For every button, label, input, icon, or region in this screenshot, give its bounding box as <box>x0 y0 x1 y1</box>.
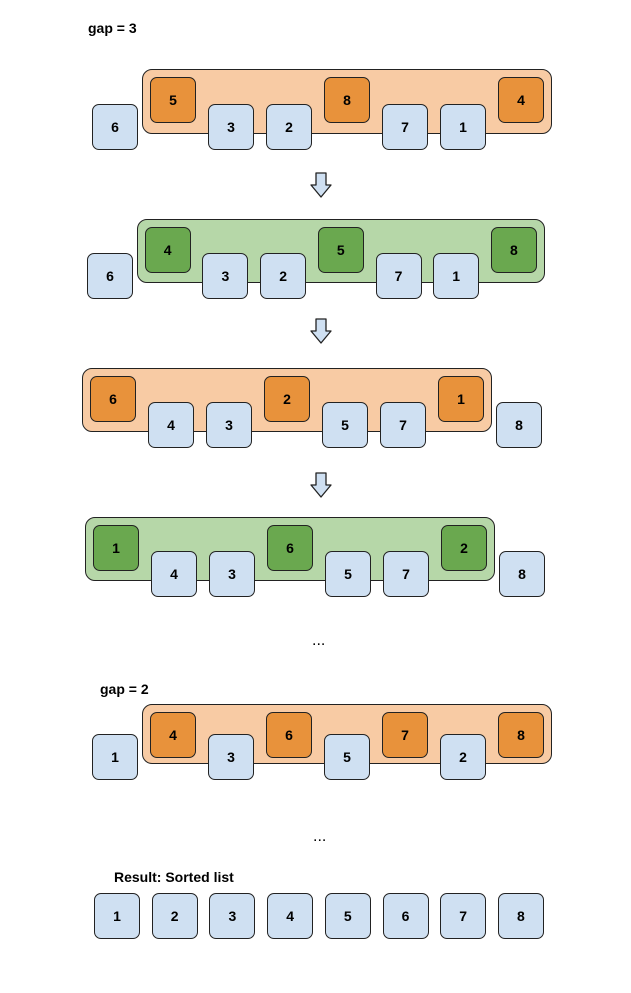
element-box: 4 <box>267 893 314 939</box>
element-box: 6 <box>382 893 429 939</box>
element-box: 7 <box>375 253 422 299</box>
highlighted-element-box: 6 <box>90 376 136 422</box>
gap-2-label: gap = 2 <box>100 681 149 697</box>
highlighted-element-box: 1 <box>93 525 139 571</box>
element-box: 1 <box>94 893 140 939</box>
element-box: 7 <box>382 104 428 150</box>
element-box: 2 <box>151 893 198 939</box>
highlighted-element-box: 8 <box>498 712 544 758</box>
highlighted-element-box: 4 <box>498 77 544 123</box>
highlighted-element-box: 4 <box>150 712 196 758</box>
element-box: 3 <box>202 253 249 299</box>
ellipsis-2: ... <box>313 828 327 845</box>
element-box: 6 <box>87 253 133 299</box>
down-arrow-icon <box>310 318 332 344</box>
element-box: 2 <box>266 104 312 150</box>
element-box: 3 <box>206 402 252 448</box>
highlighted-element-box: 4 <box>144 227 191 273</box>
element-box: 8 <box>496 402 542 448</box>
element-box: 4 <box>151 551 197 597</box>
ellipsis-1: ... <box>312 632 326 649</box>
element-box: 2 <box>260 253 307 299</box>
element-box: 8 <box>499 551 545 597</box>
element-box: 8 <box>497 893 544 939</box>
highlighted-element-box: 6 <box>266 712 312 758</box>
highlighted-element-box: 8 <box>324 77 370 123</box>
element-box: 4 <box>148 402 194 448</box>
highlighted-element-box: 2 <box>264 376 310 422</box>
element-box: 3 <box>209 893 256 939</box>
element-box: 5 <box>322 402 368 448</box>
element-box: 7 <box>383 551 429 597</box>
element-box: 6 <box>92 104 138 150</box>
highlighted-element-box: 6 <box>267 525 313 571</box>
element-box: 7 <box>380 402 426 448</box>
highlighted-element-box: 2 <box>441 525 487 571</box>
highlighted-element-box: 1 <box>438 376 484 422</box>
highlighted-element-box: 8 <box>490 227 537 273</box>
element-box: 1 <box>433 253 480 299</box>
element-box: 3 <box>208 734 254 780</box>
element-box: 3 <box>209 551 255 597</box>
element-box: 2 <box>440 734 486 780</box>
highlighted-element-box: 7 <box>382 712 428 758</box>
element-box: 5 <box>324 893 371 939</box>
element-box: 5 <box>325 551 371 597</box>
element-box: 3 <box>208 104 254 150</box>
highlighted-element-box: 5 <box>150 77 196 123</box>
gap-3-label: gap = 3 <box>88 20 137 36</box>
element-box: 1 <box>440 104 486 150</box>
element-box: 5 <box>324 734 370 780</box>
down-arrow-icon <box>310 172 332 198</box>
result-label: Result: Sorted list <box>114 869 234 885</box>
down-arrow-icon <box>310 472 332 498</box>
element-box: 7 <box>440 893 487 939</box>
highlighted-element-box: 5 <box>317 227 364 273</box>
element-box: 1 <box>92 734 138 780</box>
